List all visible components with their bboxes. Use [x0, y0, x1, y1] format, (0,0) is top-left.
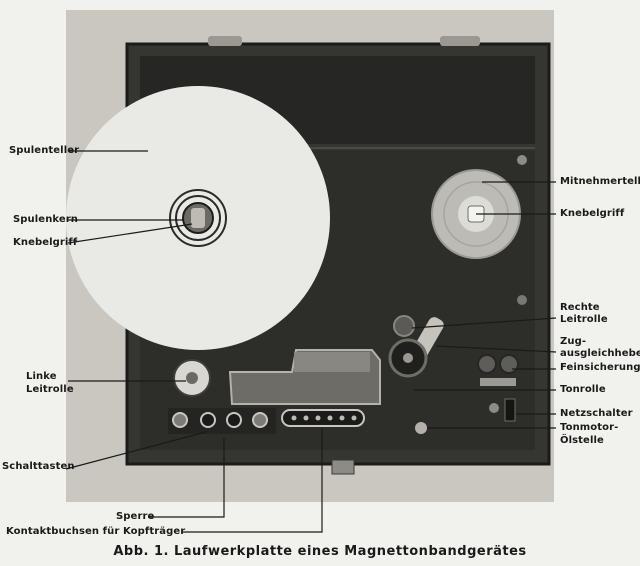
switch-key-2	[200, 412, 216, 428]
knebelgriff-left-handle	[191, 208, 205, 228]
switch-key-3	[226, 412, 242, 428]
tonmotor-oil-point	[415, 422, 427, 434]
label-rechte-leitrolle-1: Rechte	[560, 302, 600, 313]
label-schalttasten: Schalttasten	[2, 461, 75, 472]
case-handle	[331, 459, 355, 475]
label-netzschalter: Netzschalter	[560, 408, 633, 419]
netzschalter-switch	[504, 398, 516, 422]
leader-lines	[65, 150, 557, 533]
label-knebelgriff-left: Knebelgriff	[13, 237, 78, 248]
label-feinsicherungen: Feinsicherungen	[560, 362, 640, 373]
label-tonrolle: Tonrolle	[560, 384, 606, 395]
figure-caption: Abb. 1. Laufwerkplatte eines Magnettonba…	[113, 544, 527, 559]
kontaktbuchsen-panel	[281, 409, 365, 427]
label-mitnehmerteller: Mitnehmerteller	[560, 176, 640, 187]
label-tonmotor-2: Ölstelle	[560, 435, 604, 446]
label-zugausgleichhebel-2: ausgleichhebel	[560, 348, 640, 359]
mains-indicator	[489, 403, 499, 413]
voltage-plate	[480, 378, 516, 386]
label-tonmotor-1: Tonmotor-	[560, 422, 619, 433]
screw-right	[517, 295, 527, 305]
label-linke-leitrolle-2: Leitrolle	[26, 384, 74, 395]
label-spulenkern: Spulenkern	[13, 214, 79, 225]
label-sperre: Sperre	[116, 511, 155, 522]
label-kontaktbuchsen: Kontaktbuchsen für Kopfträger	[6, 526, 186, 537]
switch-key-1	[172, 412, 188, 428]
switch-key-4	[252, 412, 268, 428]
latch-right	[440, 36, 480, 46]
label-spulenteller: Spulenteller	[9, 145, 80, 156]
fuse-2	[499, 354, 519, 374]
fuse-1	[477, 354, 497, 374]
latch-left	[208, 36, 242, 46]
label-knebelgriff-right: Knebelgriff	[560, 208, 625, 219]
screw-top-right	[517, 155, 527, 165]
rechte-leitrolle-roller	[393, 315, 415, 337]
label-zugausgleichhebel-1: Zug-	[560, 336, 587, 347]
label-linke-leitrolle-1: Linke	[26, 371, 57, 382]
label-rechte-leitrolle-2: Leitrolle	[560, 314, 608, 325]
